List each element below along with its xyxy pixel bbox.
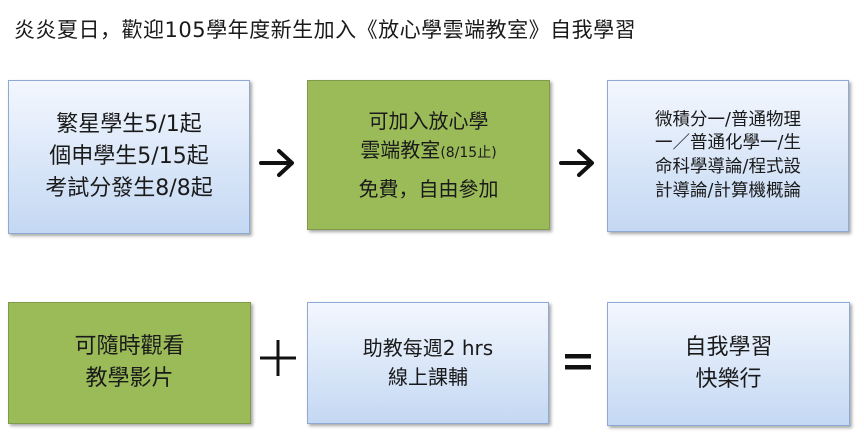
- watch-line-1: 可隨時觀看: [74, 334, 185, 360]
- course-line-4: 計導論/計算機概論: [655, 180, 801, 201]
- admission-line-personal: 個申學生5/15起: [49, 144, 209, 170]
- course-line-2: 一／普通化學一/生: [655, 133, 801, 154]
- join-line-1: 可加入放心學: [368, 108, 489, 133]
- join-classroom-box: 可加入放心學 雲端教室(8/15止) 免費，自由參加: [307, 80, 550, 230]
- classroom-name: 雲端教室: [360, 137, 441, 162]
- admission-line-exam: 考試分發生8/8起: [45, 175, 213, 201]
- join-line-2: 雲端教室(8/15止): [360, 136, 496, 165]
- watch-videos-box: 可隨時觀看 教學影片: [8, 302, 251, 424]
- course-line-1: 微積分一/普通物理: [655, 109, 801, 130]
- admission-dates-box: 繁星學生5/1起 個申學生5/15起 考試分發生8/8起: [8, 80, 250, 234]
- self-line-1: 自我學習: [684, 335, 773, 361]
- self-learning-box: 自我學習 快樂行: [607, 302, 850, 426]
- self-line-2: 快樂行: [695, 367, 762, 392]
- ta-line-1: 助教每週2 hrs: [362, 336, 494, 360]
- admission-line-star: 繁星學生5/1起: [56, 112, 202, 138]
- free-participation: 免費，自由參加: [358, 176, 499, 201]
- plus-sign-icon: [260, 340, 296, 376]
- watch-line-2: 教學影片: [85, 366, 174, 391]
- equals-sign-icon: [565, 354, 591, 370]
- ta-line-2: 線上課輔: [388, 365, 468, 389]
- right-arrow-icon: [259, 149, 294, 177]
- deadline-note: (8/15止): [440, 144, 497, 161]
- course-line-3: 命科學導論/程式設: [655, 157, 801, 177]
- course-list-box: 微積分一/普通物理 一／普通化學一/生 命科學導論/程式設 計導論/計算機概論: [607, 80, 849, 232]
- page-title: 炎炎夏日，歡迎105學年度新生加入《放心學雲端教室》自我學習: [14, 18, 637, 42]
- right-arrow-icon: [559, 149, 594, 177]
- ta-tutoring-box: 助教每週2 hrs 線上課輔: [307, 302, 549, 424]
